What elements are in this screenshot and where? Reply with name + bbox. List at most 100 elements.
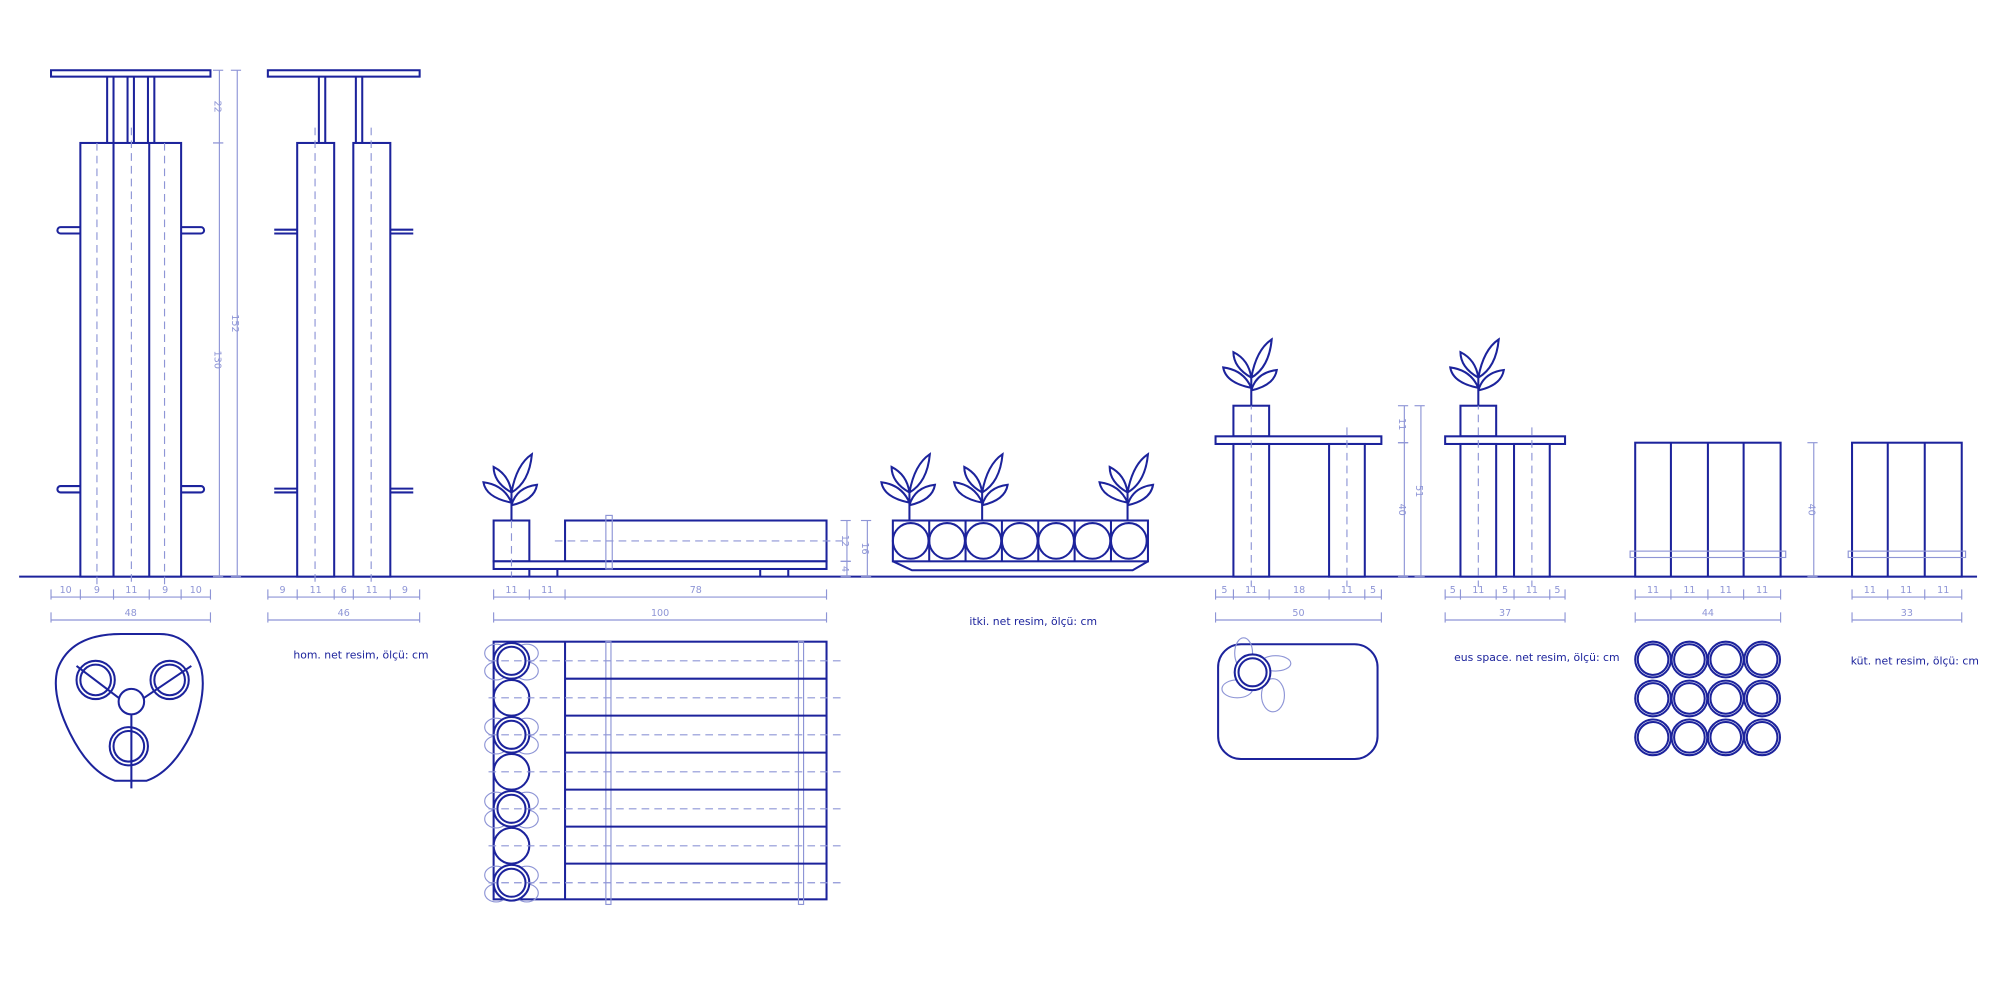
tube-inner <box>1709 682 1743 715</box>
tube-inner <box>1636 721 1670 754</box>
leaf <box>510 452 534 494</box>
dim-label: 11 <box>1647 585 1659 596</box>
planter-circle <box>492 826 531 865</box>
dim-label: 9 <box>279 585 285 596</box>
dim-label: 51 <box>1413 485 1424 497</box>
leaf <box>908 483 937 507</box>
dim-label: 5 <box>1221 585 1227 596</box>
leaf <box>482 481 513 504</box>
leaf <box>1126 452 1150 494</box>
tube-circle <box>1670 679 1709 718</box>
tube-circle <box>1706 679 1745 718</box>
planter-circle <box>492 752 531 791</box>
dim-label: 4 <box>839 566 850 572</box>
tube-circle <box>1743 718 1781 757</box>
planter-circle <box>492 715 531 754</box>
bench-side-elevation <box>492 514 849 577</box>
dim-label: 6 <box>341 585 347 596</box>
dim-label: 11 <box>1472 585 1484 596</box>
dim-label: 16 <box>859 542 870 554</box>
leaf <box>1232 350 1253 379</box>
hom-plan-view <box>54 633 204 789</box>
leaf <box>1126 483 1155 507</box>
dim-label: 11 <box>1245 585 1257 596</box>
tube-inner <box>1745 643 1779 676</box>
leaf <box>952 481 984 504</box>
dim-label: 22 <box>211 101 222 113</box>
tube-inner <box>1673 643 1706 676</box>
tube-circle <box>1743 679 1781 718</box>
leaf <box>492 465 513 494</box>
dim-label: 11 <box>1900 585 1912 596</box>
hom-front-elevation-1 <box>50 69 212 587</box>
dim-label: 5 <box>1450 585 1456 596</box>
tube-inner <box>1673 721 1706 754</box>
dim-label: 9 <box>402 585 408 596</box>
itki-planter-row-elevation <box>891 519 1149 572</box>
dim-label: 11 <box>1756 585 1768 596</box>
bench-plan-view <box>484 640 842 906</box>
dim-label: 152 <box>229 314 240 332</box>
planter-inner <box>496 719 527 750</box>
dim-label: 11 <box>541 585 553 596</box>
eus-table-elevation-2 <box>1444 401 1567 587</box>
dim-label: 11 <box>1396 418 1407 430</box>
dim-label: 11 <box>310 585 322 596</box>
plant-icon <box>1449 337 1506 406</box>
dim-label: 40 <box>1396 504 1407 516</box>
planter-inner <box>496 645 527 676</box>
tube-inner <box>1636 682 1670 715</box>
plant-icon <box>1221 337 1279 406</box>
tube-circle <box>1634 718 1672 757</box>
dim-label: 18 <box>1293 585 1305 596</box>
hom-front-elevation-2 <box>266 69 421 587</box>
dim-label: 11 <box>505 585 517 596</box>
plant-icon <box>1098 452 1155 521</box>
tube-inner <box>1673 682 1706 715</box>
planter-inner <box>496 867 527 898</box>
tube-inner <box>1745 721 1779 754</box>
dim-total-label: 100 <box>651 608 669 619</box>
eus-table-elevation-1 <box>1214 401 1383 587</box>
planter-circle <box>492 678 531 717</box>
caption-hom: hom. net resim, ölçü: cm <box>293 648 428 661</box>
dim-label: 130 <box>211 351 222 369</box>
leaf <box>908 452 932 494</box>
leaf <box>880 481 911 504</box>
tube-circle <box>1634 679 1672 718</box>
tube-circle <box>1706 640 1745 679</box>
dim-total-label: 33 <box>1901 608 1913 619</box>
tube-inner <box>1709 721 1743 754</box>
leaf <box>1477 337 1500 379</box>
dim-label: 40 <box>1806 504 1817 516</box>
planter-circle <box>492 641 531 680</box>
planter-inner <box>496 793 527 824</box>
caption-eus: eus space. net resim, ölçü: cm <box>1454 651 1619 664</box>
plant-icon <box>880 452 937 521</box>
plant-icon <box>482 452 539 521</box>
leaf <box>963 465 984 494</box>
dim-label: 10 <box>190 585 202 596</box>
dim-label: 11 <box>1937 585 1949 596</box>
dim-label: 5 <box>1370 585 1376 596</box>
tube-circle <box>1670 718 1709 757</box>
dim-label: 5 <box>1554 585 1560 596</box>
tube-circle <box>1670 640 1709 679</box>
dim-label: 11 <box>1341 585 1353 596</box>
leaf <box>1221 366 1253 389</box>
leaf <box>1250 368 1279 392</box>
leaf <box>1098 481 1129 504</box>
dim-label: 11 <box>366 585 378 596</box>
dim-label: 11 <box>125 585 137 596</box>
dim-total-label: 46 <box>338 608 350 619</box>
caption-itki: itki. net resim, ölçü: cm <box>969 615 1097 628</box>
dim-label: 11 <box>1526 585 1538 596</box>
dim-label: 9 <box>94 585 100 596</box>
dim-total-label: 44 <box>1702 608 1714 619</box>
tube-inner <box>1745 682 1779 715</box>
leaf <box>890 465 911 494</box>
dim-total-label: 37 <box>1499 608 1511 619</box>
